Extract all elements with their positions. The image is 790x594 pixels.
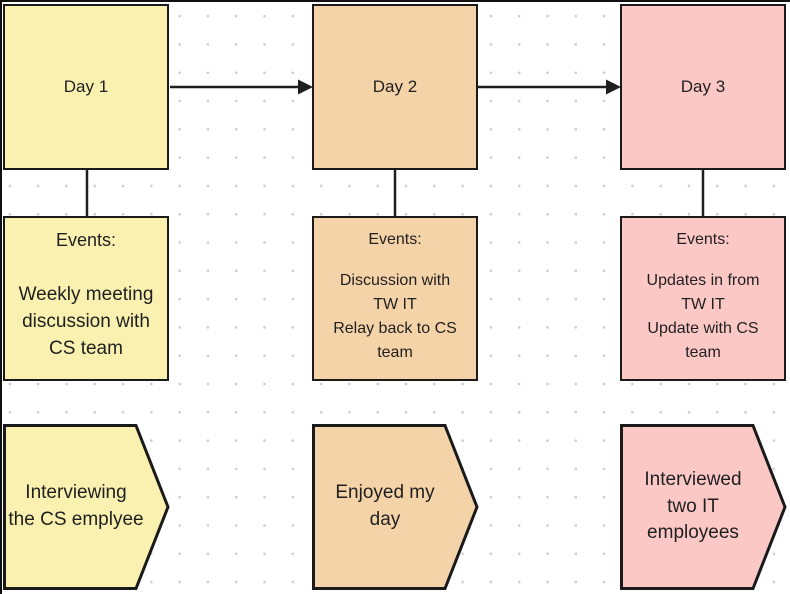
day3-outcome-label: Interviewed two IT employees [644, 468, 742, 544]
arrowhead-day1-day2-icon [298, 79, 313, 95]
day2-events-body: Discussion with TW IT Relay back to CS t… [333, 272, 457, 362]
day2-events-box[interactable]: Events: Discussion with TW IT Relay back… [312, 216, 478, 381]
day1-events-box[interactable]: Events: Weekly meeting discussion with C… [3, 216, 169, 381]
day2-outcome-polygon[interactable] [312, 424, 479, 590]
day1-label: Day 1 [63, 77, 109, 96]
canvas-top-edge [0, 0, 790, 2]
day3-events-box[interactable]: Events: Updates in from TW IT Update wit… [620, 216, 786, 381]
day1-outcome-polygon[interactable] [3, 424, 170, 590]
day2-events-header: Events: [368, 231, 422, 248]
day2-box[interactable]: Day 2 [312, 4, 478, 170]
day3-outcome-polygon[interactable] [620, 424, 787, 590]
day2-outcome-shape[interactable]: Enjoyed my day [312, 424, 479, 590]
day2-outcome-label: Enjoyed my day [335, 482, 435, 530]
signal-shape-icon [620, 424, 787, 590]
day1-outcome-shape[interactable]: Interviewing the CS emplyee [3, 424, 170, 590]
signal-shape-icon [3, 424, 170, 590]
day1-box[interactable]: Day 1 [3, 4, 169, 170]
day3-events-header: Events: [676, 231, 730, 248]
day3-box[interactable]: Day 3 [620, 4, 786, 170]
day1-events-header: Events: [55, 230, 117, 250]
day3-outcome-shape[interactable]: Interviewed two IT employees [620, 424, 787, 590]
day3-events-body: Updates in from TW IT Update with CS tea… [646, 272, 760, 362]
arrowhead-day2-day3-icon [606, 79, 621, 95]
canvas-left-edge [0, 0, 2, 594]
day1-events-body: Weekly meeting discussion with CS team [18, 283, 154, 359]
signal-shape-icon [312, 424, 479, 590]
day1-outcome-label: Interviewing the CS emplyee [8, 482, 144, 530]
day2-label: Day 2 [372, 77, 418, 96]
day3-label: Day 3 [680, 77, 726, 96]
